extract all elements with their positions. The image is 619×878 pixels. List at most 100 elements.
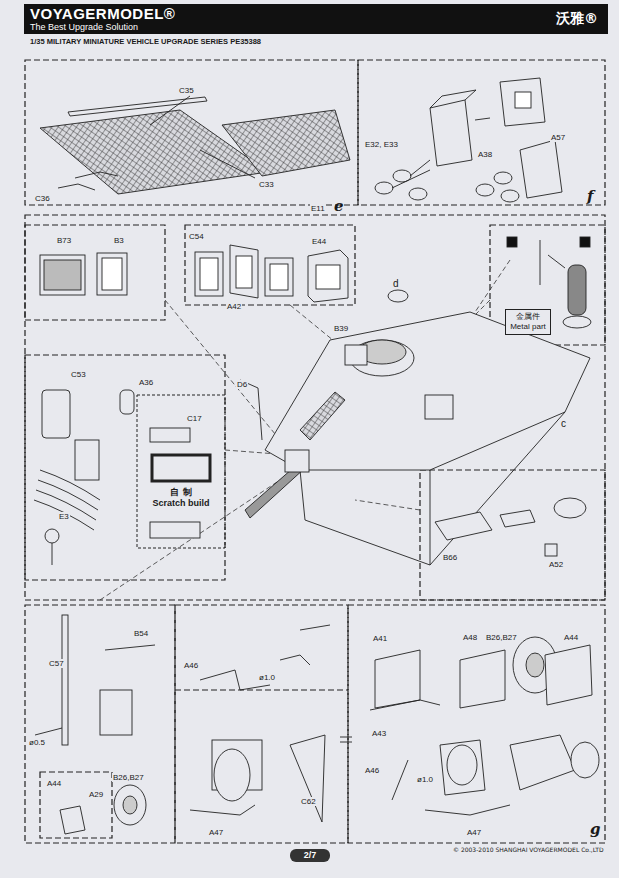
part-drawings-shape	[430, 100, 472, 166]
part-drawings-shape	[236, 256, 252, 288]
part-drawings-shape	[460, 650, 505, 708]
part-drawings	[34, 78, 599, 834]
callout-label: B3	[113, 236, 125, 245]
part-drawings-shape	[571, 742, 599, 778]
node-text: 沃雅®	[556, 10, 598, 26]
part-drawings-shape	[45, 529, 59, 543]
node-text: 2/7	[304, 850, 317, 861]
callout-label: E32, E33	[364, 140, 399, 149]
part-drawings-shape	[114, 785, 146, 825]
part-drawings-shape	[265, 258, 293, 296]
part-drawings-shape	[34, 470, 100, 530]
part-drawings-shape	[375, 650, 420, 708]
part-drawings-shape	[270, 264, 288, 290]
callout-label: ø0.5	[28, 738, 46, 747]
part-drawings-shape	[265, 312, 590, 470]
part-drawings-shape	[475, 118, 490, 120]
callout-label: C35	[178, 86, 195, 95]
part-drawings-shape	[300, 470, 430, 565]
part-drawings-shape	[300, 392, 345, 440]
part-drawings-shape	[392, 760, 408, 800]
part-drawings-shape	[62, 615, 68, 745]
part-drawings-shape	[240, 380, 262, 440]
callout-label: A43	[371, 729, 387, 738]
part-drawings-shape	[501, 190, 519, 202]
part-drawings-shape	[60, 806, 85, 834]
callout-label: A44	[563, 633, 579, 642]
part-drawings-shape	[190, 805, 255, 815]
leader-lines-shape	[165, 300, 280, 440]
callout-label: A57	[550, 133, 566, 142]
node-text: 金属件	[510, 312, 546, 322]
node-text: 自 制	[152, 487, 209, 498]
callout-label: A47	[208, 828, 224, 837]
node-text: Scratch build	[152, 498, 209, 509]
panel-frames-shape	[490, 225, 605, 345]
callout-label: ø1.0	[416, 775, 434, 784]
callout-label: B66	[442, 553, 458, 562]
part-drawings-shape	[435, 512, 492, 540]
callout-label: A42	[226, 302, 242, 311]
callout-label: d	[392, 278, 400, 289]
part-drawings-shape	[35, 728, 62, 735]
panel-frames-shape	[175, 605, 348, 843]
metal-part-box: 金属件Metal part	[505, 309, 551, 335]
callout-label: c	[560, 418, 567, 429]
callout-label: C36	[34, 194, 51, 203]
panel-frames	[25, 60, 605, 843]
leader-lines-shape	[355, 500, 420, 510]
callout-label: A52	[548, 560, 564, 569]
callout-label: A38	[477, 150, 493, 159]
part-drawings-shape	[430, 90, 476, 108]
callout-label: ø1.0	[258, 673, 276, 682]
part-drawings-shape	[52, 543, 53, 565]
part-drawings-shape	[548, 255, 565, 268]
part-drawings-shape	[410, 160, 430, 176]
part-drawings-shape	[75, 440, 99, 480]
panel-frames-shape	[25, 215, 605, 600]
callout-label: B54	[133, 629, 149, 638]
part-drawings-shape	[388, 290, 408, 302]
callout-label: D6	[236, 380, 248, 389]
part-drawings-shape	[200, 150, 255, 178]
part-drawings-shape	[580, 237, 590, 247]
part-drawings-shape	[540, 240, 541, 285]
part-drawings-shape	[222, 110, 350, 176]
panel-frames-shape	[25, 355, 225, 580]
part-drawings-shape	[75, 172, 118, 178]
callout-label: B73	[56, 236, 72, 245]
panel-frames-shape	[185, 225, 355, 305]
part-drawings-shape	[375, 182, 393, 194]
scratch-note: 自 制Scratch build	[150, 486, 211, 510]
node-text: Metal part	[510, 322, 546, 332]
callout-label: E11	[310, 204, 326, 213]
callout-label: B26,B27	[485, 633, 518, 642]
part-drawings-shape	[123, 796, 137, 814]
part-drawings-shape	[58, 184, 95, 190]
panel-frames-shape	[25, 605, 175, 843]
part-drawings-shape	[290, 735, 325, 822]
part-drawings-shape	[430, 412, 565, 565]
part-drawings-shape	[370, 700, 440, 710]
part-drawings-shape	[44, 260, 81, 290]
panel-letter: e	[333, 199, 345, 214]
part-drawings-shape	[425, 805, 510, 815]
part-drawings-shape	[214, 749, 250, 801]
callout-label: C62	[300, 797, 317, 806]
part-drawings-shape	[520, 140, 562, 198]
part-drawings-shape	[425, 395, 453, 419]
callout-label: A46	[183, 661, 199, 670]
part-drawings-shape	[97, 253, 127, 295]
part-drawings-shape	[392, 170, 430, 188]
callout-label: E3	[58, 512, 70, 521]
callout-label: C17	[186, 414, 203, 423]
part-drawings-shape	[545, 544, 557, 556]
part-drawings-shape	[340, 737, 352, 738]
part-drawings-shape	[500, 78, 545, 126]
part-drawings-shape	[568, 265, 586, 315]
part-drawings-shape	[409, 188, 427, 200]
callout-label: C33	[258, 180, 275, 189]
panel-frames-shape	[420, 470, 605, 600]
